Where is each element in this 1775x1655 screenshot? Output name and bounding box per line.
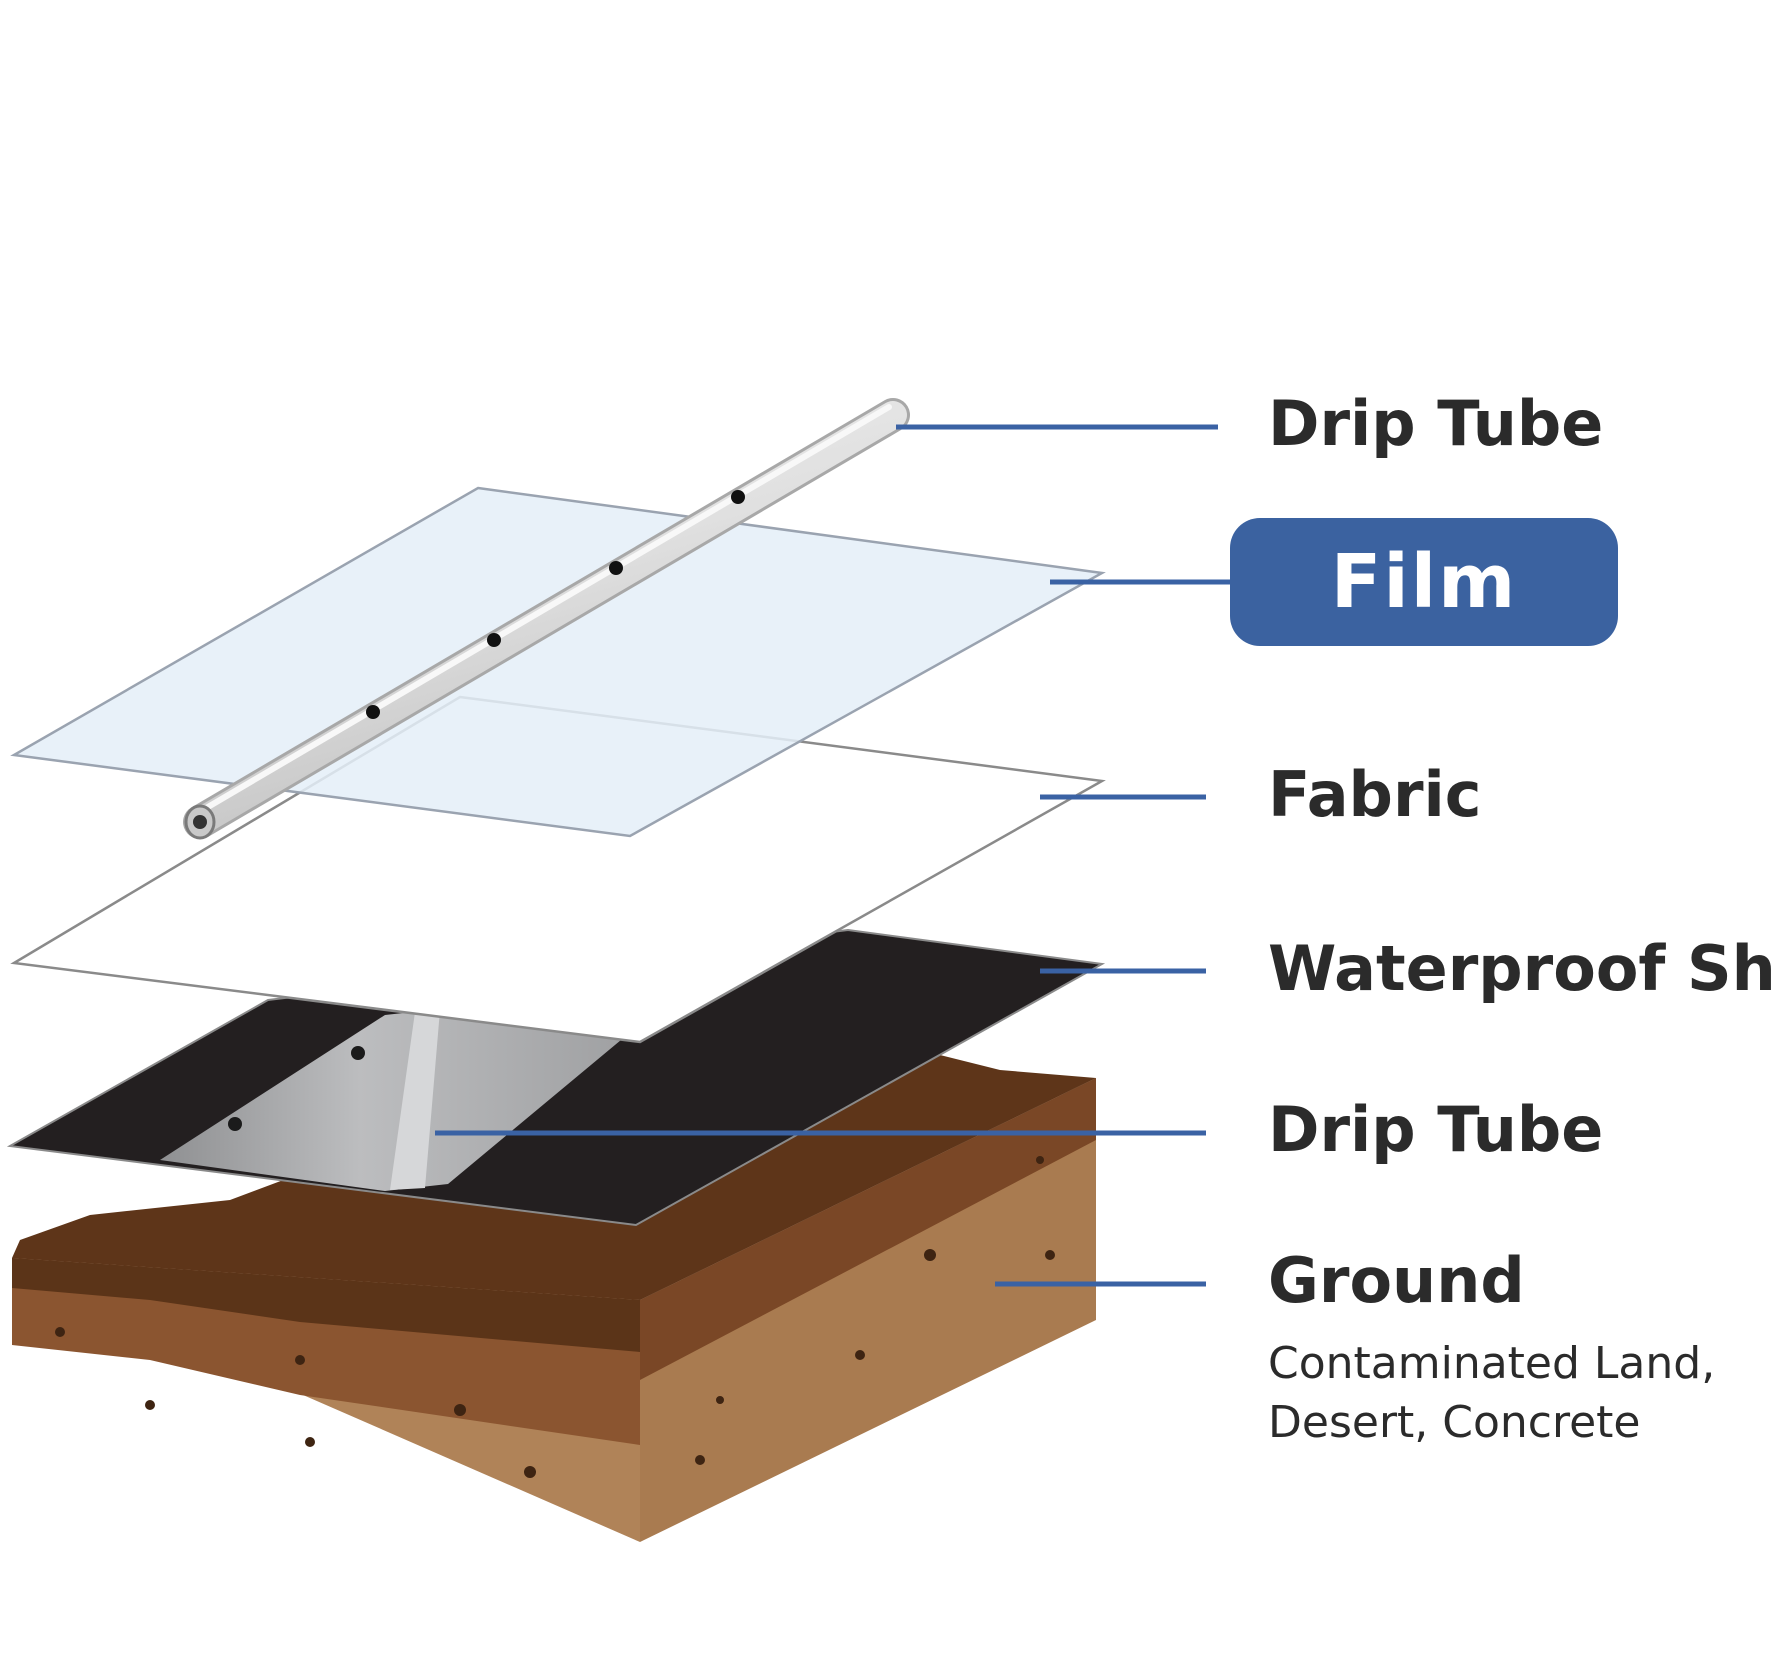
label-waterproof-sheet: Waterproof Shee xyxy=(1268,932,1775,1005)
tube-hole xyxy=(731,490,745,504)
ground-side-dark-band xyxy=(640,1078,1096,1380)
label-drip-tube-bottom: Drip Tube xyxy=(1268,1093,1604,1166)
label-ground: Ground xyxy=(1268,1244,1525,1317)
waterproof-sheet-layer xyxy=(6,928,1106,1227)
tube-hole xyxy=(366,705,380,719)
channel-hole xyxy=(351,1046,365,1060)
fabric-layer xyxy=(10,695,1106,1044)
channel-hole xyxy=(228,1117,242,1131)
label-fabric: Fabric xyxy=(1268,758,1482,831)
ground-speckles xyxy=(55,1156,1055,1478)
tube-hole xyxy=(609,561,623,575)
label-drip-tube-top: Drip Tube xyxy=(1268,387,1604,460)
ground-sublabel-line-1: Contaminated Land, xyxy=(1268,1338,1716,1389)
ground-sublabel-line-2: Desert, Concrete xyxy=(1268,1397,1641,1448)
ground-front-top-band xyxy=(12,1258,640,1352)
leader-lines xyxy=(435,424,1232,1287)
film-layer xyxy=(10,486,1106,838)
label-film-badge: Film xyxy=(1230,518,1618,646)
drip-tube-channel-highlight xyxy=(390,1010,440,1190)
tube-end-opening xyxy=(193,815,207,829)
drip-tube-top xyxy=(183,398,910,840)
tube-hole xyxy=(487,633,501,647)
